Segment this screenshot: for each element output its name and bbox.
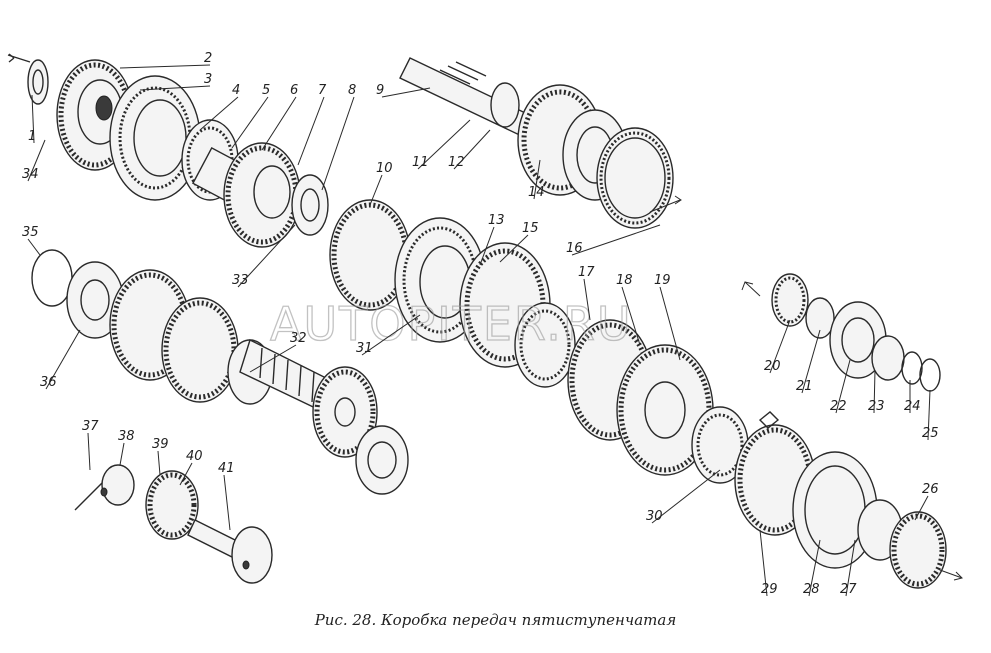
part-label-8: 8 [348, 83, 356, 98]
leader-line-29 [759, 529, 768, 597]
leader-line-40 [179, 462, 193, 486]
leader-line-41 [223, 474, 231, 531]
leader-line-38 [119, 442, 125, 466]
part-label-18: 18 [616, 273, 633, 288]
leader-line-37 [87, 432, 91, 471]
reverse-idler [74, 464, 273, 584]
leader-line-9 [381, 87, 431, 98]
leader-line-15 [499, 234, 529, 263]
leader-line-19 [659, 286, 681, 361]
leader-line-20 [769, 319, 791, 374]
part-label-38: 38 [118, 429, 135, 444]
part-label-39: 39 [152, 437, 169, 452]
part-label-35: 35 [22, 225, 39, 240]
part-label-36: 36 [40, 375, 57, 390]
part-label-5: 5 [262, 83, 270, 98]
part-label-7: 7 [318, 83, 327, 98]
part-label-2: 2 [204, 51, 212, 66]
part-label-1: 1 [28, 129, 36, 144]
leader-line-25 [927, 389, 931, 441]
secondary-shaft-group [567, 319, 963, 589]
part-label-19: 19 [654, 273, 671, 288]
part-label-37: 37 [82, 419, 99, 434]
part-label-31: 31 [356, 341, 373, 356]
countershaft [31, 249, 409, 495]
leader-line-7 [297, 96, 325, 166]
leader-line-39 [157, 450, 161, 476]
input-shaft [399, 57, 682, 229]
figure-caption: Рис. 28. Коробка передач пятиступенчатая [314, 611, 677, 629]
leader-line-8 [321, 96, 355, 191]
part-label-21: 21 [796, 379, 813, 394]
part-label-20: 20 [764, 359, 781, 374]
part-label-34: 34 [22, 167, 39, 182]
part-label-15: 15 [522, 221, 539, 236]
part-label-32: 32 [290, 331, 307, 346]
leader-line-22 [835, 359, 851, 414]
leader-line-23 [873, 369, 876, 414]
leader-line-21 [801, 329, 821, 394]
part-label-28: 28 [803, 582, 820, 597]
part-label-25: 25 [922, 426, 939, 441]
part-label-14: 14 [528, 185, 545, 200]
leader-line-17 [583, 278, 591, 321]
leader-line-27 [845, 539, 856, 597]
part-label-29: 29 [761, 582, 778, 597]
main-shaft-upper [192, 142, 576, 388]
leader-line-6 [261, 96, 297, 151]
leader-line-11 [417, 119, 471, 170]
part-label-16: 16 [566, 241, 583, 256]
leader-line-18 [621, 286, 641, 346]
watermark-text: AUTOPITER.RU [270, 297, 633, 351]
part-label-12: 12 [448, 155, 465, 170]
leader-line-1 [31, 94, 35, 144]
part-label-13: 13 [488, 213, 505, 228]
part-label-26: 26 [922, 482, 939, 497]
leader-line-12 [453, 129, 491, 170]
leader-line-14 [533, 159, 541, 200]
part-label-30: 30 [646, 509, 663, 524]
part-label-3: 3 [204, 72, 212, 87]
leader-line-2 [119, 64, 211, 69]
part-label-40: 40 [186, 449, 203, 464]
part-label-10: 10 [376, 161, 393, 176]
part-label-22: 22 [830, 399, 847, 414]
part-label-9: 9 [376, 83, 384, 98]
part-label-24: 24 [904, 399, 921, 414]
leader-line-36 [45, 329, 81, 390]
part-label-6: 6 [290, 83, 298, 98]
output-end-group [741, 273, 941, 392]
leader-line-16 [571, 224, 661, 256]
leader-line-10 [369, 174, 383, 206]
part-label-17: 17 [578, 265, 595, 280]
part-label-11: 11 [412, 155, 429, 170]
leader-line-13 [479, 226, 495, 266]
leader-line-35 [27, 238, 41, 256]
part-label-23: 23 [868, 399, 885, 414]
leader-line-34 [27, 139, 46, 182]
leader-line-33 [237, 224, 296, 288]
leader-line-28 [808, 539, 821, 597]
leader-line-5 [231, 96, 269, 149]
leader-line-30 [651, 469, 721, 524]
leader-line-26 [914, 495, 929, 521]
leader-line-3 [139, 85, 211, 91]
leader-line-4 [199, 96, 239, 131]
leader-line-31 [361, 314, 421, 356]
part-label-33: 33 [232, 273, 249, 288]
leader-line-32 [249, 344, 297, 373]
part-label-41: 41 [218, 461, 235, 476]
part-label-27: 27 [840, 582, 857, 597]
part-label-4: 4 [232, 83, 240, 98]
